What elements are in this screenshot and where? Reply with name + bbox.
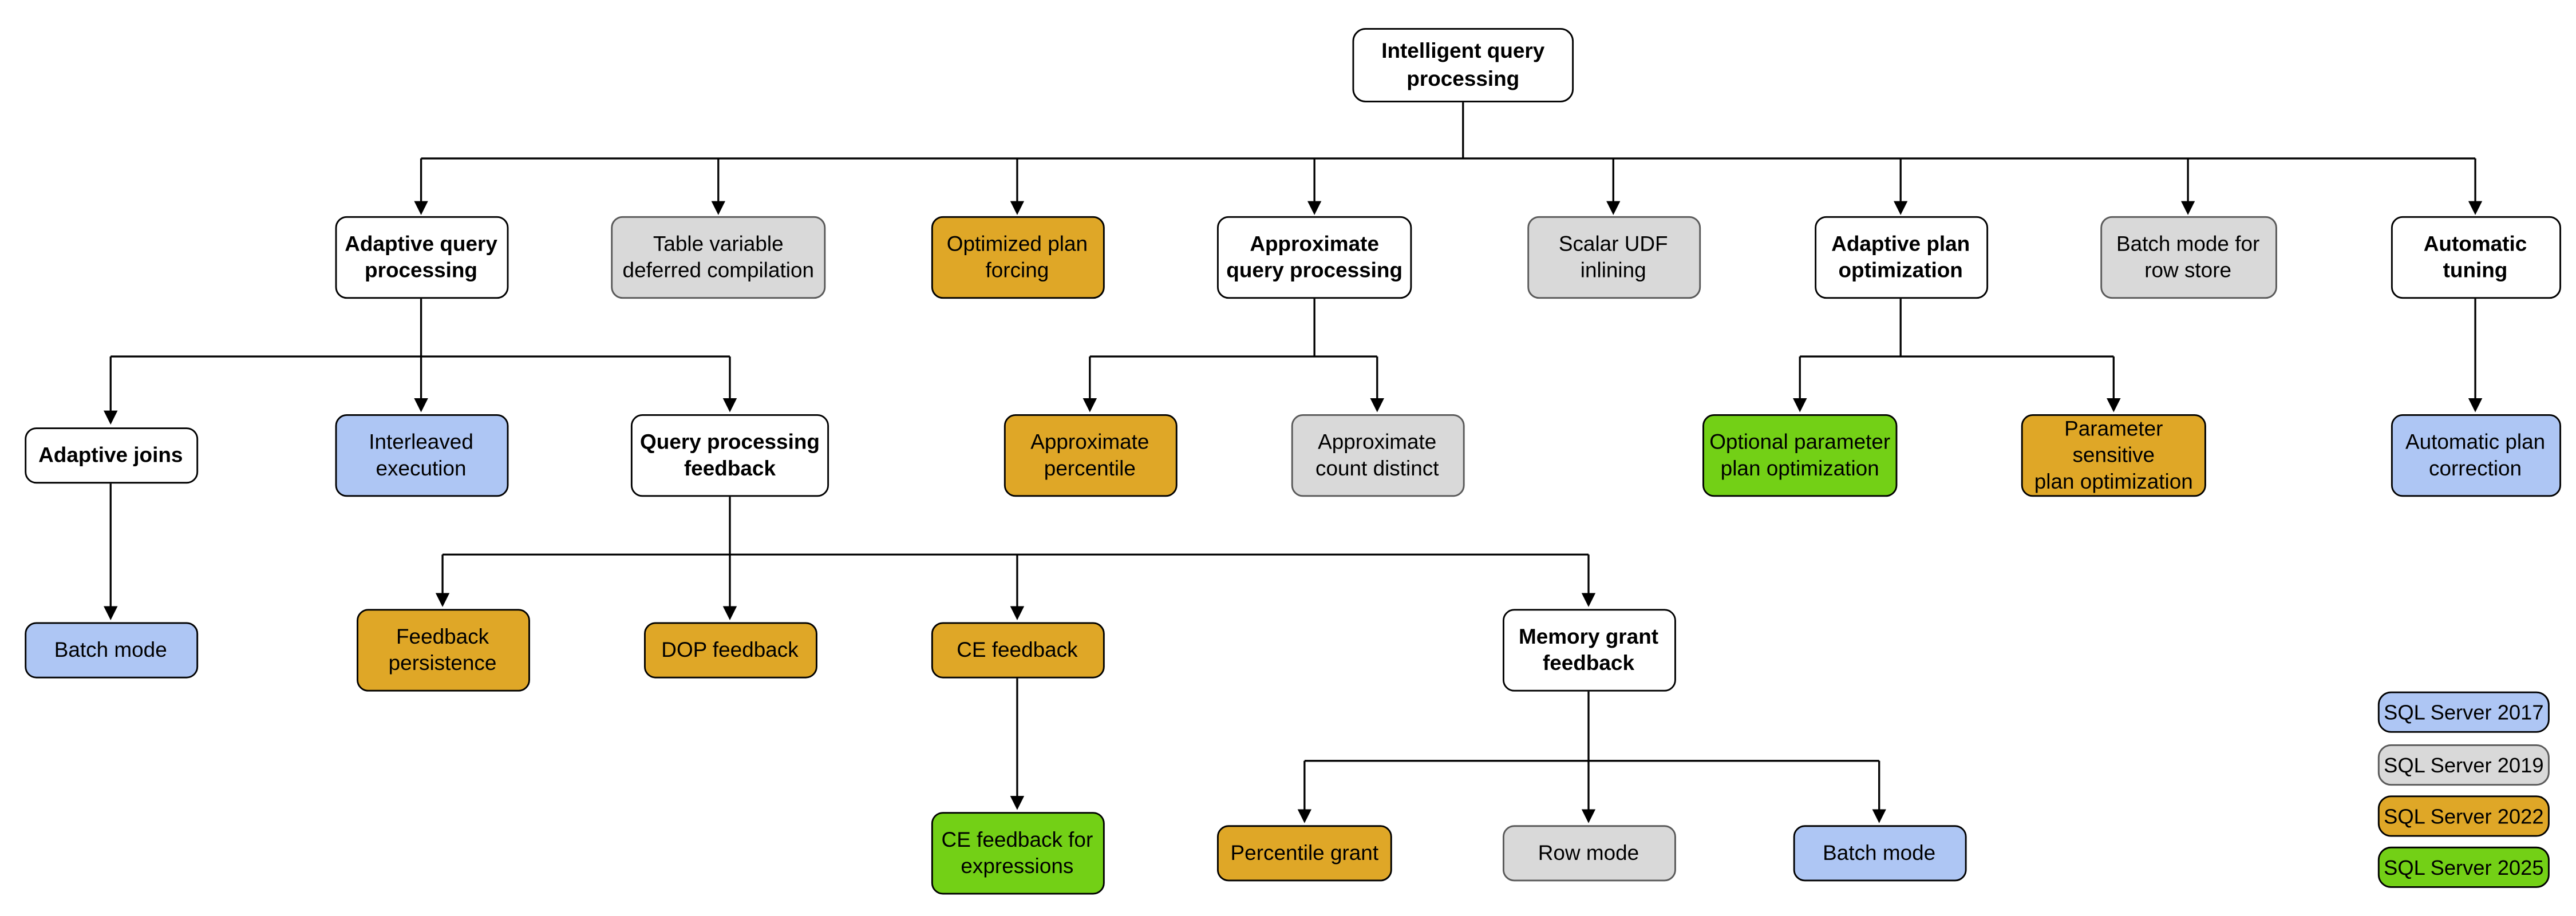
legend-label: SQL Server 2022 <box>2384 804 2544 828</box>
legend-label: SQL Server 2019 <box>2384 753 2544 777</box>
node-label: Adaptive plan optimization <box>1831 231 1970 283</box>
node-interleaved-execution: Interleaved execution <box>334 414 508 497</box>
node-label: Optional parameter plan optimization <box>1709 429 1891 481</box>
node-batch-mode-memory-grant: Batch mode <box>1792 825 1966 882</box>
node-adaptive-joins: Adaptive joins <box>23 427 197 484</box>
node-label: Automatic plan correction <box>2405 429 2546 481</box>
node-label: Batch mode <box>1823 839 1936 865</box>
node-parameter-sensitive-plan-optimization: Parameter sensitive plan optimization <box>2021 414 2206 497</box>
node-dop-feedback: DOP feedback <box>643 622 817 679</box>
node-label: Batch mode <box>54 637 167 662</box>
node-automatic-plan-correction: Automatic plan correction <box>2390 414 2561 497</box>
node-label: Adaptive joins <box>38 442 183 467</box>
node-approximate-percentile: Approximate percentile <box>1003 414 1177 497</box>
node-optional-parameter-plan-optimization: Optional parameter plan optimization <box>1702 414 1898 497</box>
node-optimized-plan-forcing: Optimized plan forcing <box>930 216 1104 299</box>
node-label: Table variable deferred compilation <box>622 231 815 283</box>
node-label: Automatic tuning <box>2423 231 2527 283</box>
node-table-variable-deferred-compilation: Table variable deferred compilation <box>611 216 826 299</box>
node-label: Scalar UDF inlining <box>1558 231 1668 283</box>
legend-item-sql-server-2025: SQL Server 2025 <box>2377 846 2550 888</box>
legend-item-sql-server-2022: SQL Server 2022 <box>2377 795 2550 837</box>
node-adaptive-plan-optimization: Adaptive plan optimization <box>1814 216 1988 299</box>
legend-item-sql-server-2017: SQL Server 2017 <box>2377 691 2550 733</box>
node-approximate-count-distinct: Approximate count distinct <box>1290 414 1464 497</box>
node-memory-grant-feedback: Memory grant feedback <box>1502 609 1676 692</box>
node-label: Approximate query processing <box>1226 231 1403 283</box>
node-batch-mode-for-row-store: Batch mode for row store <box>2099 216 2277 299</box>
node-label: Interleaved execution <box>369 429 473 481</box>
node-label: Intelligent query processing <box>1381 38 1545 90</box>
node-label: Query processing feedback <box>640 429 820 481</box>
node-feedback-persistence: Feedback persistence <box>355 609 530 692</box>
node-automatic-tuning: Automatic tuning <box>2390 216 2561 299</box>
legend-label: SQL Server 2017 <box>2384 700 2544 724</box>
node-label: CE feedback <box>957 637 1078 662</box>
node-batch-mode-adaptive-joins: Batch mode <box>23 622 197 679</box>
node-query-processing-feedback: Query processing feedback <box>630 414 829 497</box>
node-label: Feedback persistence <box>388 623 497 675</box>
node-scalar-udf-inlining: Scalar UDF inlining <box>1526 216 1700 299</box>
node-label: Approximate count distinct <box>1315 429 1439 481</box>
node-percentile-grant: Percentile grant <box>1216 825 1392 882</box>
node-label: Approximate percentile <box>1030 429 1149 481</box>
node-approximate-query-processing: Approximate query processing <box>1216 216 1412 299</box>
node-label: Adaptive query processing <box>345 231 497 283</box>
node-label: DOP feedback <box>661 637 799 662</box>
node-label: CE feedback for expressions <box>941 826 1093 878</box>
node-adaptive-query-processing: Adaptive query processing <box>334 216 508 299</box>
node-label: Optimized plan forcing <box>946 231 1088 283</box>
node-row-mode: Row mode <box>1502 825 1676 882</box>
legend-label: SQL Server 2025 <box>2384 855 2544 879</box>
node-label: Batch mode for row store <box>2116 231 2260 283</box>
legend-item-sql-server-2019: SQL Server 2019 <box>2377 744 2550 786</box>
node-intelligent-query-processing: Intelligent query processing <box>1352 28 1574 102</box>
node-ce-feedback: CE feedback <box>930 622 1104 679</box>
node-label: Parameter sensitive plan optimization <box>2034 415 2193 494</box>
node-ce-feedback-for-expressions: CE feedback for expressions <box>930 812 1104 895</box>
node-label: Row mode <box>1538 839 1639 865</box>
node-label: Memory grant feedback <box>1518 623 1659 675</box>
node-label: Percentile grant <box>1230 839 1379 865</box>
